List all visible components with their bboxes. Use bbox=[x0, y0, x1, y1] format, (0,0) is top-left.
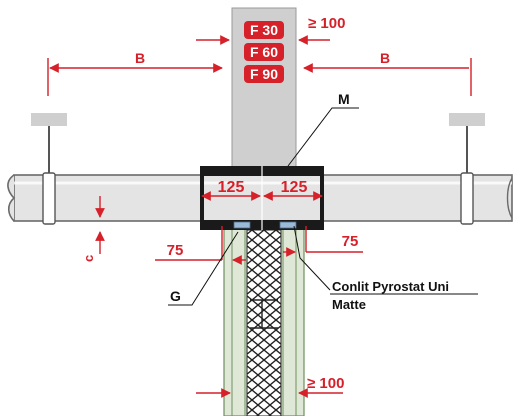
dim-bottom-ge: ≥ 100 bbox=[307, 375, 344, 392]
dim-b-left: B bbox=[135, 50, 145, 66]
hanger-left bbox=[31, 113, 67, 225]
dim-offset-right: 75 bbox=[342, 233, 359, 250]
sealing-cap-right bbox=[279, 221, 297, 229]
label-m: M bbox=[338, 91, 350, 107]
svg-text:F 90: F 90 bbox=[250, 66, 278, 82]
rating-badge-f30: F 30 bbox=[244, 21, 284, 39]
dim-sleeve-left: 125 bbox=[218, 179, 245, 196]
rating-badge-f60: F 60 bbox=[244, 43, 284, 61]
dim-sleeve-right: 125 bbox=[281, 179, 308, 196]
label-product-line1: Conlit Pyrostat Uni bbox=[332, 279, 449, 294]
pipe bbox=[7, 174, 513, 222]
dim-b-right: B bbox=[380, 50, 390, 66]
rating-badge-f90: F 90 bbox=[244, 65, 284, 83]
sealing-cap-left bbox=[233, 221, 251, 229]
hanger-right bbox=[449, 113, 485, 225]
label-g: G bbox=[170, 288, 181, 304]
svg-text:F 30: F 30 bbox=[250, 22, 278, 38]
fire-rating-badges: F 30 F 60 F 90 bbox=[244, 21, 284, 83]
svg-text:F 60: F 60 bbox=[250, 44, 278, 60]
dim-offset-left: 75 bbox=[167, 242, 184, 259]
leader-lines bbox=[168, 107, 359, 306]
dim-c: c bbox=[81, 255, 96, 262]
label-product-line2: Matte bbox=[332, 297, 366, 312]
dim-top-ge: ≥ 100 bbox=[308, 15, 345, 32]
dimension-lines bbox=[47, 35, 472, 398]
lower-wall bbox=[223, 221, 305, 416]
